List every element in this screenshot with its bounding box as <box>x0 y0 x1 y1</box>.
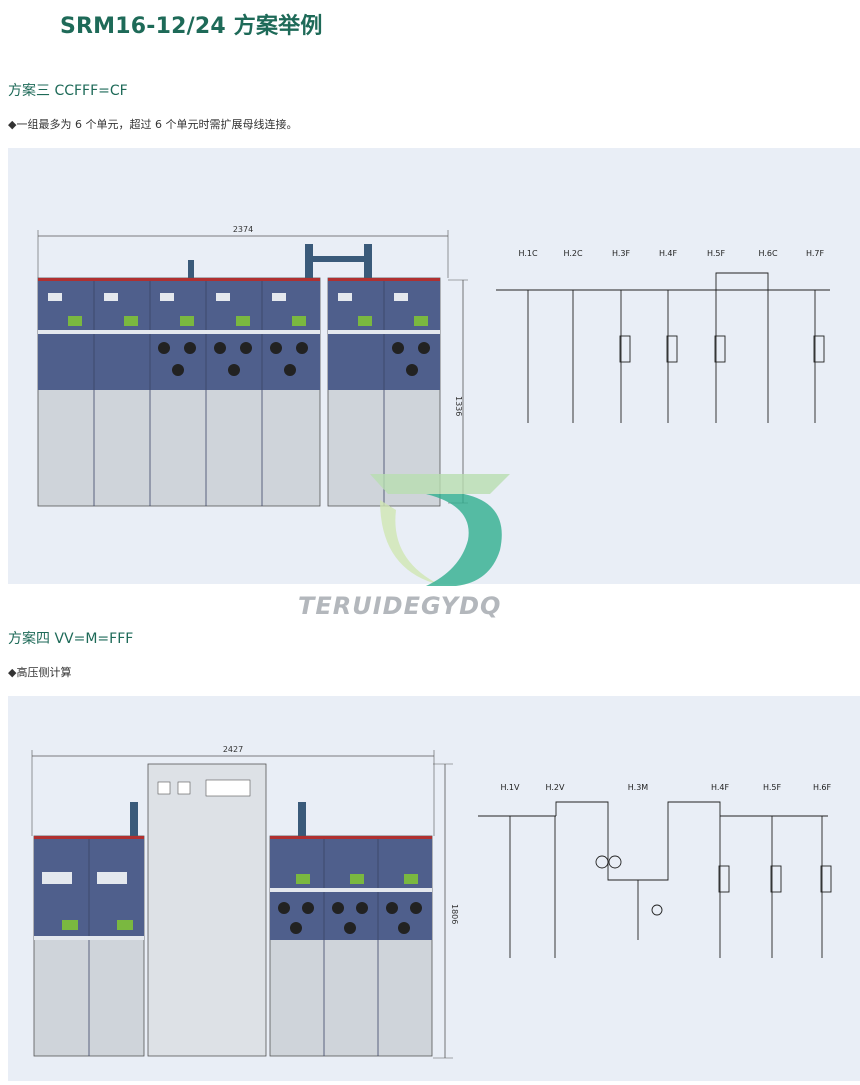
sld-label: H.2C <box>563 249 583 258</box>
busbar-post <box>298 802 306 836</box>
scheme3-diagram: 2374 1336 H.1C H.2C H.3F <box>37 225 830 507</box>
sld-label: H.3M <box>628 783 649 792</box>
busbar-post <box>130 802 138 836</box>
sld-label: H.5F <box>763 783 782 792</box>
sld-label: H.4F <box>711 783 730 792</box>
page-title: SRM16-12/24 方案举例 <box>60 14 323 39</box>
scheme3-panel: 2374 1336 H.1C H.2C H.3F <box>8 148 860 584</box>
watermark-logo <box>370 474 510 586</box>
scheme3-title: 方案三 CCFFF=CF <box>8 83 128 99</box>
scheme4-height-dim: 1806 <box>450 904 459 924</box>
scheme3-note: ◆一组最多为 6 个单元，超过 6 个单元时需扩展母线连接。 <box>8 118 298 131</box>
sld-label: H.7F <box>806 249 825 258</box>
sld-label: H.3F <box>612 249 631 258</box>
scheme4-panel: 2427 1806 H.1V H.2V H.3M H.4F <box>8 696 860 1081</box>
sld-label: H.1V <box>501 783 521 792</box>
metering-cabinet <box>147 763 267 1057</box>
busbar-post <box>188 260 194 278</box>
cabinet-group-b <box>269 835 433 1057</box>
scheme3-single-line: H.1C H.2C H.3F H.4F H.5F H.6C H.7F <box>518 249 824 258</box>
sld-label: H.6F <box>813 783 832 792</box>
watermark-text: TERUIDEGYDQ <box>298 592 502 620</box>
scheme3-height-dim: 1336 <box>454 396 463 416</box>
sld-label: H.2V <box>546 783 566 792</box>
scheme4-width-dim: 2427 <box>223 745 243 754</box>
sld-label: H.1C <box>518 249 538 258</box>
scheme3-width-dim: 2374 <box>233 225 253 234</box>
sld-label: H.6C <box>758 249 778 258</box>
scheme4-note: ◆高压侧计算 <box>8 666 72 679</box>
cabinet-group-a <box>33 835 145 1057</box>
sld-label: H.4F <box>659 249 678 258</box>
busbar-link <box>305 256 372 262</box>
scheme4-diagram: 2427 1806 H.1V H.2V H.3M H.4F <box>31 745 832 1059</box>
sld-label: H.5F <box>707 249 726 258</box>
scheme4-title: 方案四 VV=M=FFF <box>8 631 134 647</box>
cabinet-group-1 <box>37 277 321 507</box>
cabinet-group-2 <box>327 277 441 507</box>
scheme4-single-line: H.1V H.2V H.3M H.4F H.5F H.6F <box>501 783 832 792</box>
